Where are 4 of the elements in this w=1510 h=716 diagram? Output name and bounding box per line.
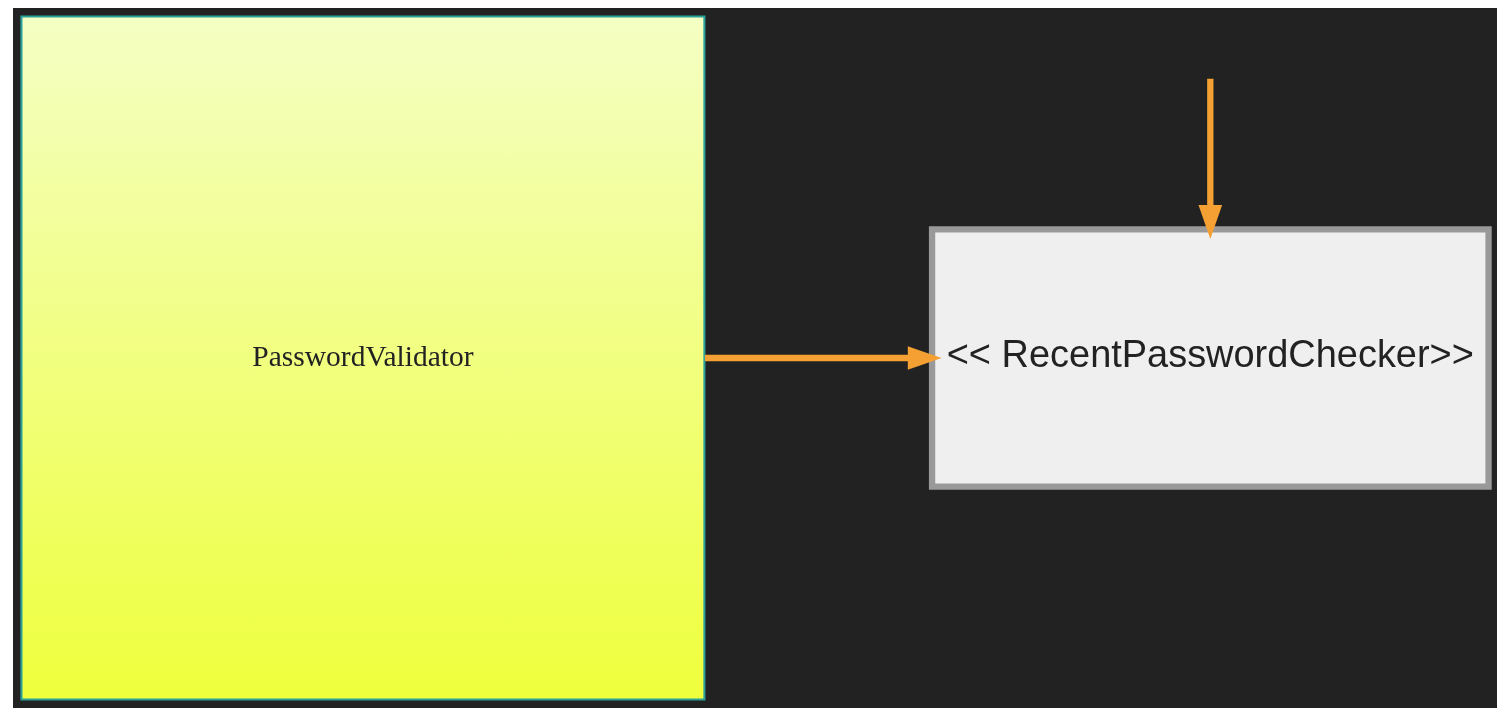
node-box: PasswordValidator [20, 15, 706, 701]
arrow [1198, 78, 1223, 239]
arrow [704, 346, 942, 370]
node-box: << RecentPasswordChecker>> [928, 226, 1492, 490]
